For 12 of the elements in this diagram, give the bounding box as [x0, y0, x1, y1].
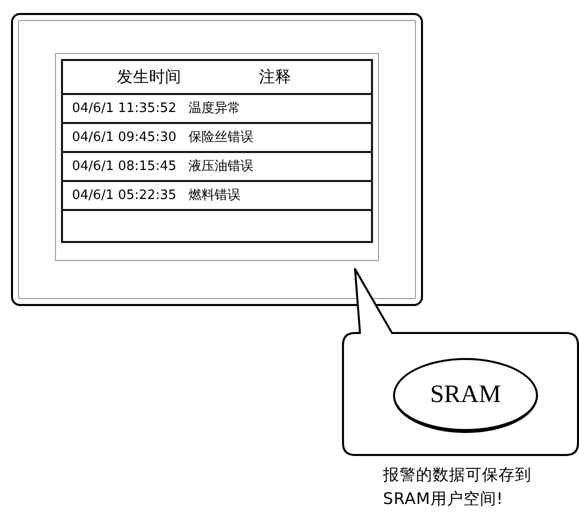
time-cell: 04/6/1 11:35:52: [72, 100, 176, 116]
time-cell: 04/6/1 08:15:45: [72, 158, 176, 174]
message-cell: 燃料错误: [188, 188, 240, 204]
touch-screen-panel: [11, 13, 423, 306]
message-cell: 液压油错误: [188, 158, 254, 174]
time-cell: 04/6/1 09:45:30: [72, 130, 176, 146]
header-cell: 发生时间: [117, 67, 181, 87]
caption-text: 报警的数据可保存到SRAM用户空间!: [383, 464, 532, 510]
message-cell: 保险丝错误: [188, 130, 254, 146]
time-cell: 04/6/1 05:22:35: [72, 188, 176, 204]
message-cell: 温度异常: [188, 100, 240, 116]
header-cell: 注释: [259, 67, 291, 87]
